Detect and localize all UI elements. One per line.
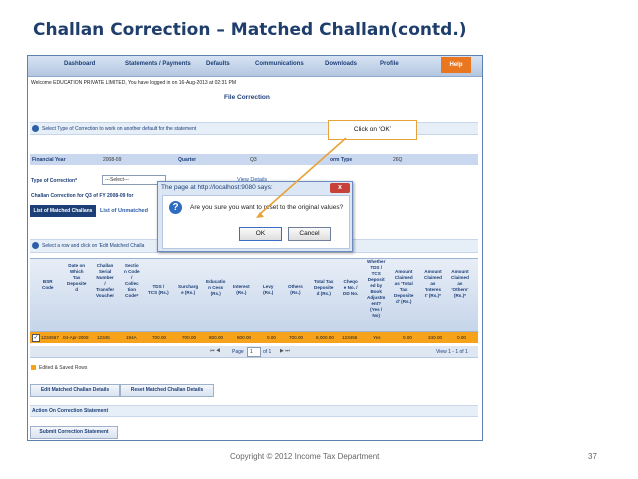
ok-button[interactable]: OK xyxy=(239,227,282,241)
col-claimed-interest: Amount Claimed as 'Interes t' (Rs.)* xyxy=(424,269,442,298)
cell-claimed-interest: 340.00 xyxy=(428,335,443,340)
info-icon xyxy=(32,125,39,132)
table-row[interactable]: ✓ 1234567 04-Apr-2008 12345 194A 700.00 … xyxy=(30,332,478,343)
info-icon xyxy=(32,242,39,249)
financial-year-value: 2008-09 xyxy=(103,157,122,163)
cell-total-tax: 8,000.00 xyxy=(316,335,334,340)
callout-box: Click on ‘OK’ xyxy=(328,120,417,140)
callout-arrow xyxy=(256,137,347,218)
pager-view-count: View 1 - 1 of 1 xyxy=(436,349,468,355)
filter-row: Financial Year 2008-09 Quarter Q3 orm Ty… xyxy=(30,154,478,165)
cell-others: 700.00 xyxy=(289,335,304,340)
dialog-body: ? Are you sure you want to reset to the … xyxy=(162,195,350,249)
nav-downloads[interactable]: Downloads xyxy=(325,61,358,67)
submit-correction-button[interactable]: Submit Correction Statement xyxy=(30,426,118,439)
col-education-cess: Educatio n Cess (Rs.) xyxy=(206,279,226,296)
form-type-value: 26Q xyxy=(393,157,403,163)
pager-next-icon[interactable]: ▶ ⏭ xyxy=(280,348,290,354)
row-checkbox[interactable]: ✓ xyxy=(32,334,40,342)
col-bsr-code: BSR Code xyxy=(42,279,54,290)
cell-interest: 800.00 xyxy=(237,335,252,340)
cell-section: 194A xyxy=(126,335,137,340)
col-claimed-others: Amount Claimed as 'Others' (Rs.)* xyxy=(451,269,469,298)
page-heading: File Correction xyxy=(224,94,270,101)
cell-tds-tcs: 700.00 xyxy=(152,335,167,340)
cell-surcharge: 700.00 xyxy=(182,335,197,340)
welcome-message: Welcome EDUCATION PRIVATE LIMITED, You h… xyxy=(31,80,237,86)
tab-matched-challans[interactable]: List of Matched Challans xyxy=(30,205,96,217)
action-heading: Action On Correction Statement xyxy=(32,408,109,414)
pager-of-label: of 1 xyxy=(263,349,272,355)
quarter-label: Quarter xyxy=(178,157,197,163)
select-row-instruction: Select a row and click on 'Edit Matched … xyxy=(42,243,145,249)
arrow-line xyxy=(259,137,347,215)
question-icon: ? xyxy=(169,201,182,214)
cell-serial: 12345 xyxy=(97,335,110,340)
col-total-tax: Total Tax Deposite d (Rs.) xyxy=(314,279,334,296)
cell-cheque-no: 123456 xyxy=(342,335,358,340)
cell-book-adjustment: Yes xyxy=(373,335,381,340)
cell-claimed-others: 0.00 xyxy=(457,335,466,340)
dialog-title: The page at http://localhost:9080 says: xyxy=(161,184,273,191)
type-of-correction-label: Type of Correction* xyxy=(31,178,78,184)
challan-table-header: BSR Code Date on Which Tax Deposite d Ch… xyxy=(30,258,478,332)
pager: ⏮ ◀ Page 1 of 1 ▶ ⏭ View 1 - 1 of 1 xyxy=(30,346,478,358)
edited-legend-swatch xyxy=(31,365,36,370)
col-levy: Levy (Rs.) xyxy=(263,284,274,295)
challan-heading: Challan Correction for Q3 of FY 2008-09 … xyxy=(31,193,134,199)
nav-communications[interactable]: Communications xyxy=(255,61,304,67)
tab-unmatched-challans[interactable]: List of Unmatched xyxy=(100,208,148,214)
confirm-dialog: The page at http://localhost:9080 says: … xyxy=(157,181,353,252)
col-book-adjustment: Whether TDS / TCS Deposit ed by Book Adj… xyxy=(367,259,386,318)
col-surcharge: Surcharg e (Rs.) xyxy=(178,284,199,295)
screenshot-frame: Dashboard Statements / Payments Defaults… xyxy=(27,55,483,441)
slide-footer: Copyright © 2012 Income Tax Department xyxy=(230,452,380,461)
pager-page-label: Page xyxy=(232,349,244,355)
form-type-label: orm Type xyxy=(330,157,353,163)
edit-matched-challan-button[interactable]: Edit Matched Challan Details xyxy=(30,384,120,397)
top-nav: Dashboard Statements / Payments Defaults… xyxy=(28,56,482,77)
cell-claimed-total: 0.00 xyxy=(403,335,412,340)
col-challan-serial: Challan Serial Number / Transfer Voucher xyxy=(96,263,115,298)
action-band: Action On Correction Statement xyxy=(30,405,478,417)
pager-page-input[interactable]: 1 xyxy=(247,347,261,357)
col-cheque-no: Cheqo e No. / DD No. xyxy=(343,279,359,296)
pager-first-icon[interactable]: ⏮ ◀ xyxy=(210,348,221,354)
view-details-link[interactable]: View Details xyxy=(237,177,268,183)
reset-matched-challan-button[interactable]: Reset Matched Challan Details xyxy=(120,384,214,397)
help-button[interactable]: Help xyxy=(441,57,471,73)
nav-defaults[interactable]: Defaults xyxy=(206,61,230,67)
nav-statements-payments[interactable]: Statements / Payments xyxy=(125,61,191,67)
edited-legend-label: Edited & Saved Rows xyxy=(39,365,88,371)
col-date-deposited: Date on Which Tax Deposite d xyxy=(67,263,87,292)
financial-year-label: Financial Year xyxy=(32,157,66,163)
cell-education-cess: 800.00 xyxy=(209,335,224,340)
nav-dashboard[interactable]: Dashboard xyxy=(64,61,96,67)
arrow-head xyxy=(256,212,264,218)
col-interest: Interest (Rs.) xyxy=(233,284,250,295)
slide-page-number: 37 xyxy=(588,452,597,461)
col-others: Others (Rs.) xyxy=(288,284,303,295)
close-icon[interactable]: x xyxy=(330,183,350,193)
type-of-correction-select[interactable]: ---Select--- xyxy=(102,175,166,185)
col-claimed-total: Amount Claimed as 'Total Tax Deposite d'… xyxy=(394,269,414,304)
cancel-button[interactable]: Cancel xyxy=(288,227,331,241)
slide-title: Challan Correction – Matched Challan(con… xyxy=(33,20,467,40)
col-section-code: Sectio n Code / Collec tion Code* xyxy=(124,263,140,298)
cell-date: 04-Apr-2008 xyxy=(63,335,89,340)
cell-levy: 0.00 xyxy=(267,335,276,340)
col-tds-tcs: TDS / TCS (Rs.) xyxy=(148,284,169,295)
quarter-value: Q3 xyxy=(250,157,257,163)
nav-profile[interactable]: Profile xyxy=(380,61,399,67)
cell-bsr-code: 1234567 xyxy=(41,335,59,340)
select-type-instruction: Select Type of Correction to work on ano… xyxy=(42,126,197,132)
